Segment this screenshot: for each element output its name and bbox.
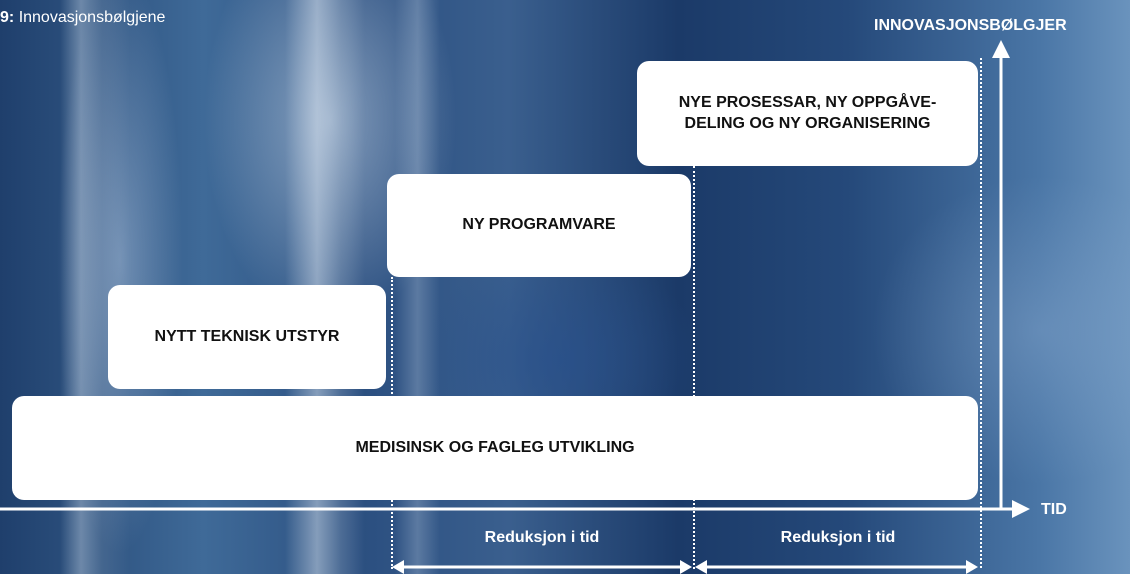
wave-box-processes: NYE PROSESSAR, NY OPPGÅVE- DELING OG NY … bbox=[637, 61, 978, 166]
dotted-divider-2 bbox=[693, 166, 695, 569]
reduction-arrow-1-right-head bbox=[680, 560, 692, 574]
wave-box-medical: MEDISINSK OG FAGLEG UTVIKLING bbox=[12, 396, 978, 500]
reduction-label-1: Reduksjon i tid bbox=[484, 529, 600, 546]
reduction-arrow-2-right-head bbox=[966, 560, 978, 574]
wave-box-software: NY PROGRAMVARE bbox=[387, 174, 691, 277]
figure-number: 9: bbox=[0, 9, 15, 26]
y-axis-arrowhead bbox=[992, 40, 1010, 58]
reduction-arrow-2-left-head bbox=[695, 560, 707, 574]
reduction-arrow-1-left-head bbox=[392, 560, 404, 574]
figure-caption: 9: Innovasjonsbølgjene bbox=[0, 9, 165, 27]
wave-box-technical-equipment: NYTT TEKNISK UTSTYR bbox=[108, 285, 386, 389]
figure-caption-text: Innovasjonsbølgjene bbox=[18, 9, 166, 26]
y-axis-label: INNOVASJONSBØLGJER bbox=[874, 17, 1067, 34]
x-axis-label: TID bbox=[1041, 501, 1067, 518]
x-axis-arrowhead bbox=[1012, 500, 1030, 518]
dotted-divider-3 bbox=[980, 58, 982, 568]
reduction-label-2: Reduksjon i tid bbox=[780, 529, 896, 546]
